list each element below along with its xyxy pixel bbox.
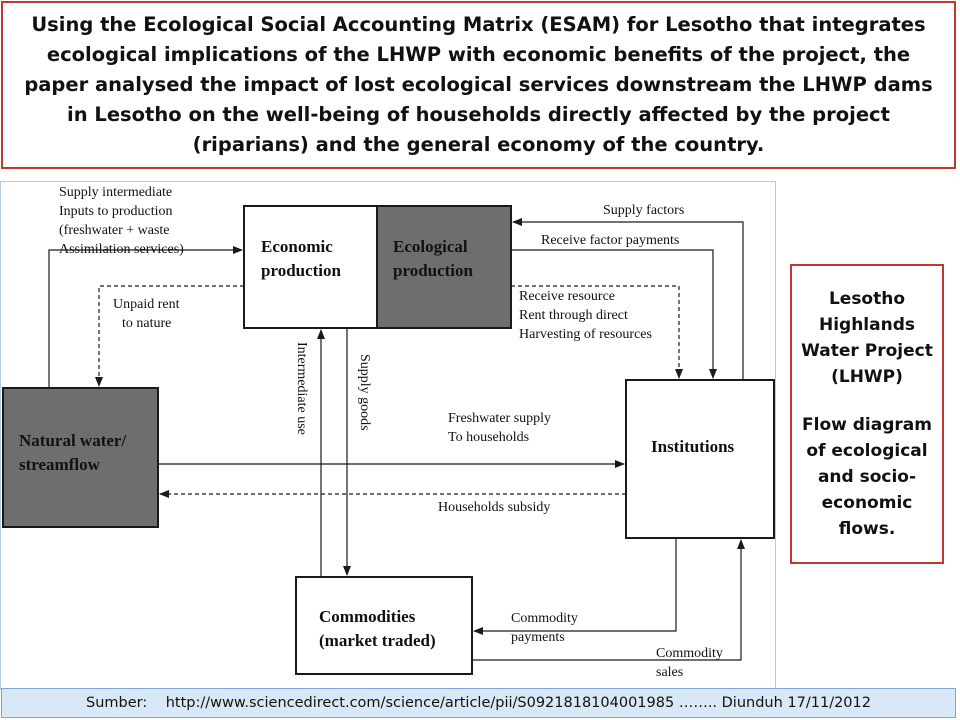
label-intermediate-use: Intermediate use [294,342,309,435]
side-caption-project: Lesotho Highlands Water Project (LHWP) [801,289,933,387]
label-commodity-payments: Commodity payments [511,611,581,645]
title-text: Using the Ecological Social Accounting M… [24,13,933,156]
arrow-receive-factor-payments [511,249,717,379]
arrow-supply-factors [512,218,744,380]
commodities-label: Commodities(market traded) [319,607,436,650]
institutions-box [625,379,775,539]
arrow-commodity-payments [473,538,677,635]
commodities-box [295,576,473,675]
source-text: Sumber: http://www.sciencedirect.com/sci… [86,695,871,711]
ecological-production-box [376,205,512,329]
label-commodity-sales: Commodity sales [656,646,726,680]
side-caption-box: Lesotho Highlands Water Project (LHWP) F… [790,264,944,564]
natural-water-box [2,387,159,528]
label-households-subsidy: Households subsidy [438,500,550,515]
label-supply-factors: Supply factors [603,203,684,218]
natural-water-label: Natural water/streamflow [19,431,126,474]
label-unpaid-rent: Unpaid rent to nature [113,297,183,331]
label-receive-factor-payments: Receive factor payments [541,233,679,248]
slide-title: Using the Ecological Social Accounting M… [1,1,956,169]
arrow-supply-intermediate [48,246,243,388]
arrow-unpaid-rent [95,285,244,387]
arrow-receive-resource-rent [511,285,683,379]
side-caption-description: Flow diagram of ecological and socio-eco… [802,415,932,539]
label-receive-resource: Receive resource Rent through direct Har… [519,289,652,342]
institutions-label: Institutions [651,437,735,456]
label-supply-goods: Supply goods [357,354,372,431]
source-footer: Sumber: http://www.sciencedirect.com/sci… [1,688,956,718]
economic-production-box [243,205,378,329]
arrow-commodity-sales [472,539,745,661]
label-freshwater-supply: Freshwater supply To households [448,411,555,445]
label-supply-intermediate: Supply intermediate Inputs to production… [59,185,184,257]
